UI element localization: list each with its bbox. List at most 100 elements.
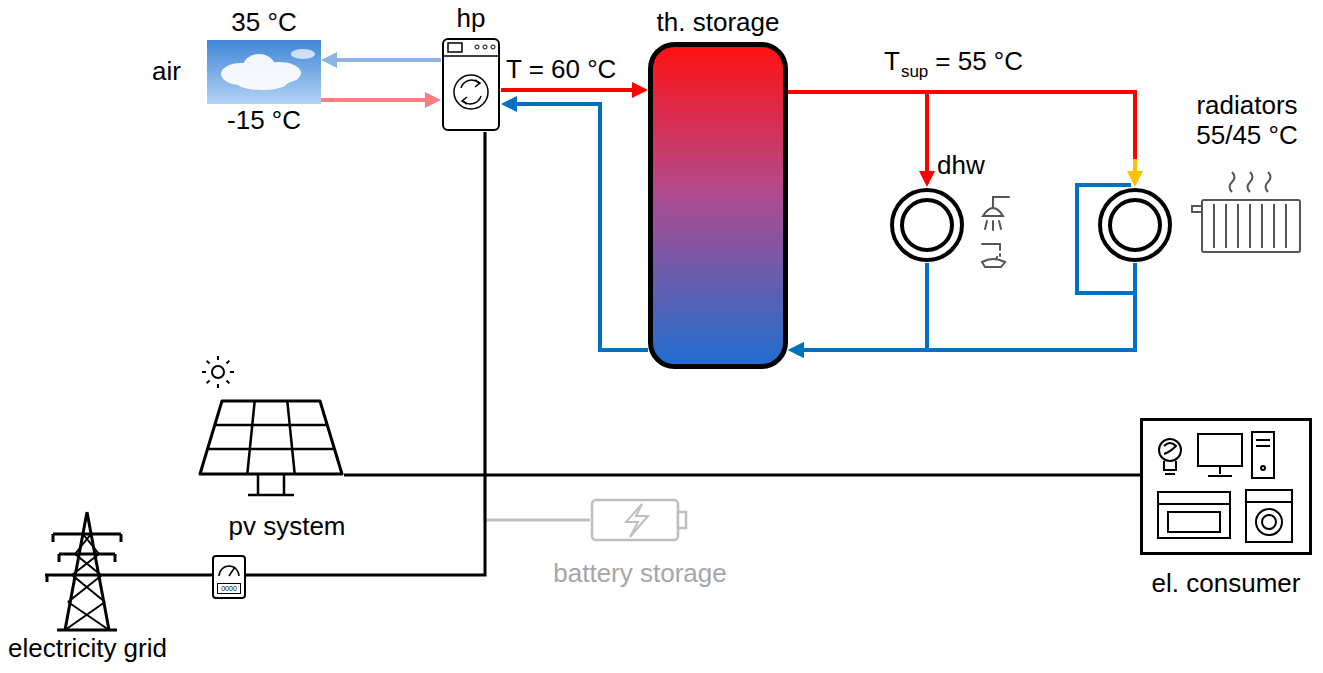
- illustration-part: [985, 221, 1001, 230]
- battery-storage-outline: [590, 495, 690, 545]
- air-source-part: [291, 49, 315, 59]
- pipe-line: [804, 263, 1135, 350]
- electricity-meter: [213, 556, 245, 598]
- grid-tower-part: [57, 512, 117, 630]
- grid-tower: electricity grid: [45, 510, 130, 632]
- illustration-part: [993, 197, 1009, 207]
- edge-label: T = 60 °C: [506, 54, 616, 84]
- pipe-line: [485, 132, 590, 520]
- battery-storage: battery storage: [590, 495, 690, 545]
- arrow-head: [425, 92, 441, 108]
- pipe-connector: [788, 263, 1135, 358]
- node-label: pv system: [228, 512, 345, 542]
- dhw-exchanger-outline: [889, 187, 965, 263]
- thermal-storage: th. storage: [648, 42, 788, 369]
- illustration-part: [213, 556, 245, 598]
- electric-consumer-part: [1158, 503, 1230, 505]
- air-source-part: [207, 40, 321, 104]
- node-label: 35 °C: [231, 8, 296, 38]
- radiator-exchanger-outline: [1097, 187, 1173, 263]
- illustration-part: [1230, 172, 1235, 192]
- electric-consumer-part: [1261, 466, 1265, 470]
- pv-panel-part: [208, 401, 335, 474]
- electric-consumer-part: [1256, 440, 1270, 446]
- heat-pump-outline: [441, 37, 501, 132]
- node-label: el. consumer: [1152, 569, 1301, 599]
- grid-tower-part: [45, 512, 130, 630]
- pipe-line: [130, 132, 485, 575]
- electric-consumer-part: [1159, 439, 1181, 461]
- electric-consumer: el. consumer: [1140, 418, 1312, 555]
- heat-pump-part: [461, 80, 481, 104]
- electric-consumer-part: [1208, 466, 1232, 476]
- node-label: air: [152, 57, 181, 87]
- grid-tower-part: [65, 534, 109, 630]
- pipe-connector: [321, 92, 441, 108]
- pipe-connector: [130, 132, 485, 575]
- illustration-part: [983, 208, 1003, 216]
- electric-consumer-part: [1246, 490, 1292, 542]
- electric-consumer-outline: [1140, 418, 1312, 555]
- illustration-part: [229, 567, 235, 576]
- arrow-head: [501, 96, 517, 112]
- electric-consumer-part: [1158, 492, 1230, 538]
- pipe-line: [788, 92, 1135, 159]
- node-label: hp: [457, 4, 486, 34]
- temperature-text: T: [884, 46, 900, 76]
- illustration-part: [202, 356, 234, 388]
- radiator-exchanger-part: [1110, 200, 1160, 250]
- node-label: -15 °C: [227, 106, 301, 136]
- electric-consumer-part: [1168, 512, 1220, 532]
- arrow-head: [919, 171, 935, 187]
- electric-consumer-part: [1198, 434, 1242, 466]
- heat-pump-part: [448, 43, 462, 52]
- illustration-part: [982, 244, 1000, 250]
- electric-consumer-part: [1142, 420, 1311, 554]
- dhw-exchanger-part: [902, 200, 952, 250]
- pipe-line: [804, 263, 927, 350]
- node-label: electricity grid: [8, 634, 167, 664]
- temperature-text: sup: [901, 57, 928, 87]
- dhw-exchanger-part: [892, 190, 962, 260]
- heat-pump-part: [475, 80, 480, 87]
- electric-consumer-part: [1158, 432, 1292, 542]
- shower-tap-icon: [982, 197, 1009, 267]
- heat-pump-part: [491, 45, 495, 49]
- pipe-connector: [344, 475, 1140, 476]
- pv-panel-part: [248, 474, 294, 495]
- illustration-part: [1214, 204, 1286, 248]
- pipe-connector: [788, 92, 935, 187]
- electric-consumer-part: [1164, 443, 1176, 454]
- pipe-line: [344, 474, 1140, 477]
- illustration-part: [1266, 172, 1271, 192]
- air-source-part: [236, 74, 288, 90]
- air-source-outline: [207, 40, 321, 104]
- node-label: th. storage: [657, 8, 780, 38]
- radiator-exchanger-part: [1100, 190, 1170, 260]
- temperature-text: = 55 °C: [935, 46, 1023, 76]
- pipe-connector: [788, 263, 927, 358]
- illustration-part: [219, 566, 239, 576]
- heat-pump-part: [461, 80, 479, 88]
- pv-panel-part: [200, 401, 342, 474]
- electric-consumer-part: [1256, 509, 1282, 535]
- pipe-line: [337, 58, 441, 62]
- node-label: battery storage: [553, 559, 726, 589]
- node-label: dhw: [937, 151, 985, 181]
- illustration-part: [1202, 200, 1300, 252]
- battery-storage-part: [678, 512, 686, 528]
- pipe-line: [501, 88, 632, 92]
- heat-pump-part: [475, 45, 479, 49]
- pv-panel-outline: [198, 398, 344, 498]
- pipe-connector: [485, 132, 590, 520]
- sun-symbol: [202, 356, 234, 388]
- heat-pump-part: [443, 39, 499, 130]
- heat-pump-part: [454, 75, 488, 109]
- pipe-connector: [501, 82, 648, 98]
- pipe-connector: [501, 96, 648, 350]
- pipe-line: [788, 92, 927, 171]
- pv-panel: pv system: [198, 398, 344, 498]
- pipe-connector: [788, 92, 1143, 187]
- pipe-connector: [321, 52, 441, 68]
